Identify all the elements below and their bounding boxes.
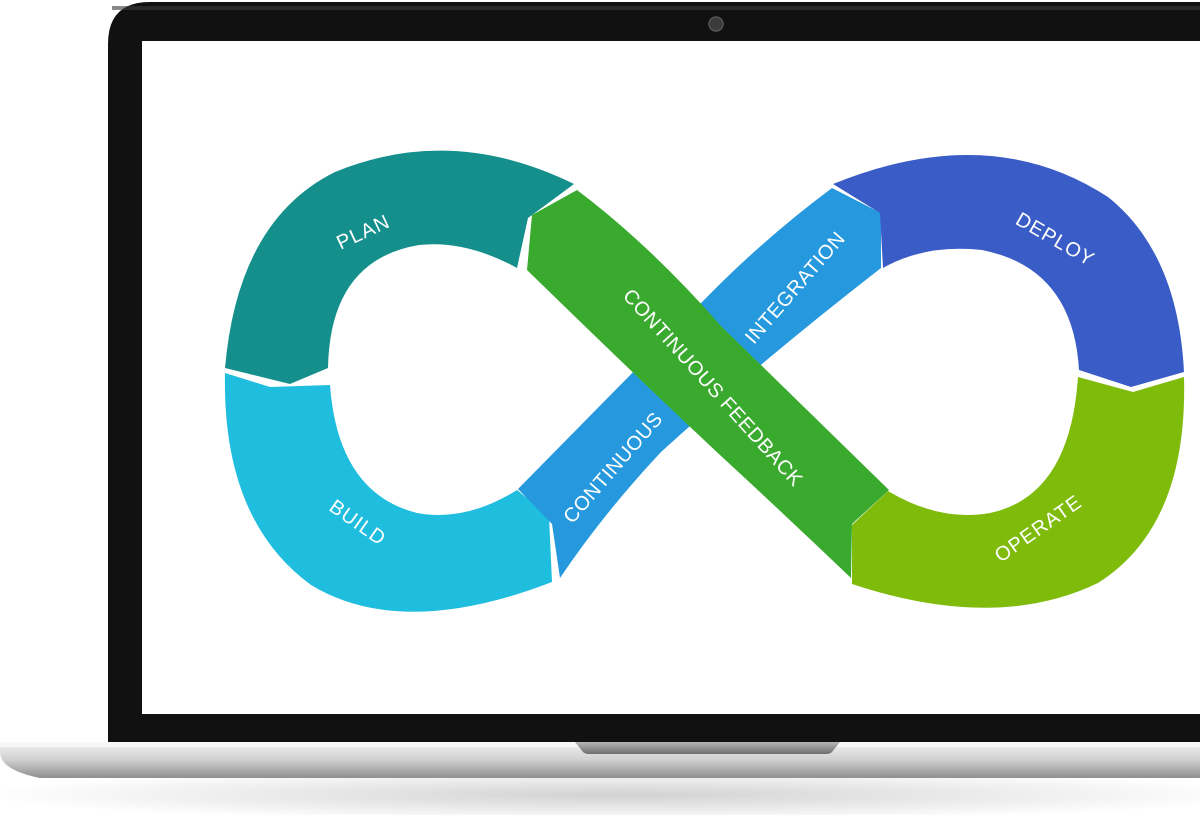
segment-deploy bbox=[833, 154, 1184, 387]
webcam-icon bbox=[708, 16, 724, 32]
hinge-notch bbox=[575, 742, 840, 754]
segment-build bbox=[224, 373, 553, 612]
devops-infinity: PLAN BUILD DEPLOY OPERATE CONTINUOUS INT… bbox=[224, 150, 1185, 612]
lid-edge-highlight bbox=[112, 6, 1200, 10]
laptop-shadow bbox=[0, 769, 1200, 815]
segment-plan bbox=[225, 150, 574, 384]
laptop-base bbox=[0, 742, 1200, 778]
segment-operate bbox=[852, 377, 1185, 608]
band-continuous-feedback bbox=[527, 190, 889, 578]
